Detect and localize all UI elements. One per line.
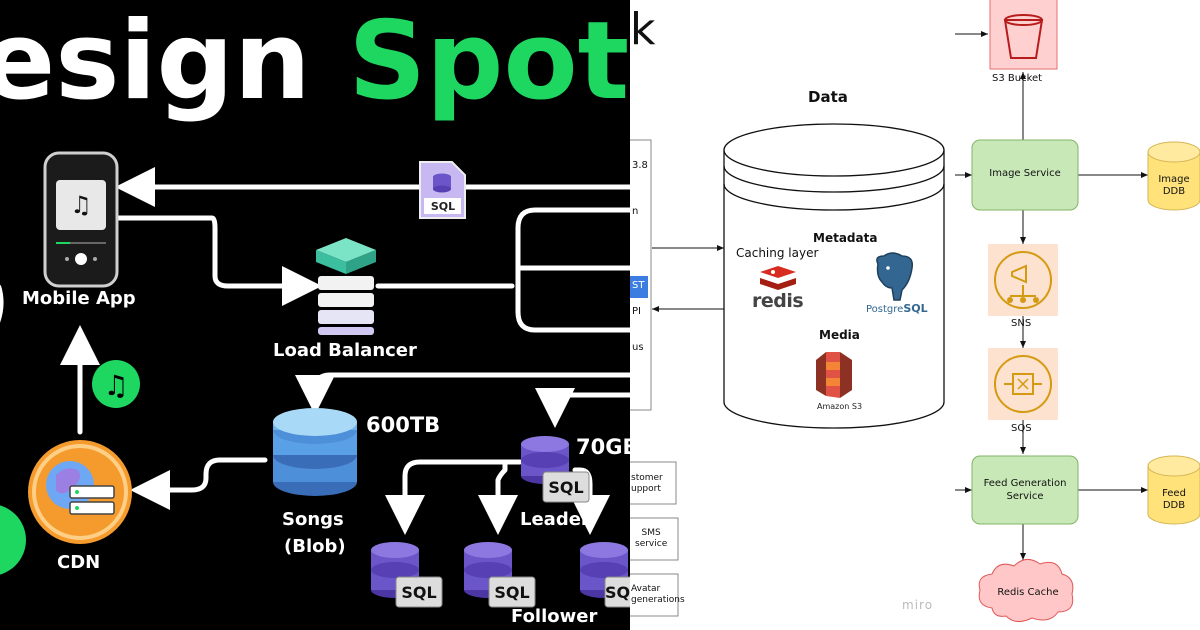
right-diagram-canvas [630,0,1200,622]
partial-glyph [0,285,4,323]
follower-3-sql-badge: SQL [605,583,630,602]
customer-support-line-2: upport [631,484,661,494]
load-balancer-icon [316,238,376,335]
feed-ddb-line-2: DDB [1162,500,1186,511]
left-panel-item-3: ST [632,280,645,291]
feed-ddb-line-1: Feed [1162,488,1186,499]
sqs-node [988,348,1058,420]
arrow-songs-to-cdn [130,457,268,510]
feed-generation-service-label: Feed Generation Service [972,477,1078,503]
svg-text:♫: ♫ [103,369,128,402]
title-word-design: esign [0,0,311,124]
spotify-design-panel: ♫ ♫ [0,0,630,630]
arrow-leader-to-follower-2 [478,459,518,535]
songs-sub-label: (Blob) [284,536,346,557]
miro-watermark: miro [902,598,934,612]
postgresql-wordmark: PostgreSQL [866,302,928,315]
left-service-panel [630,139,652,411]
caching-layer-label: Caching layer [736,246,819,260]
follower-database-icons [371,542,630,608]
left-panel-item-4: PI [632,306,641,317]
feed-service-line-2: Service [1006,491,1044,502]
data-cylinder [723,123,945,429]
s3-bucket-label: S3 Bucket [992,73,1043,84]
data-title: Data [808,88,848,106]
image-ddb-node [1147,141,1200,211]
feed-generation-service-node [971,455,1079,525]
arrow-leader-to-follower-1 [385,459,523,535]
follower-label: Follower [511,606,598,627]
svg-text:♫: ♫ [70,191,92,219]
sns-node [988,244,1058,316]
avatar-generations-label: Avatar generations [631,584,685,606]
image-ddb-label: Image DDB [1148,174,1200,198]
postgresql-logo-icon [876,252,914,301]
sqs-label: SQS [1011,423,1032,434]
leader-size-label: 70GB [576,435,630,459]
avatar-generations-box [630,573,679,617]
metadata-label: Metadata [813,231,878,245]
sql-document-icon [419,161,466,219]
feed-ddb-node [1147,455,1200,525]
sms-service-line-2: service [635,539,668,549]
title-word-spot: Spot [348,0,630,124]
sql-doc-badge: SQL [430,200,456,213]
media-label: Media [819,328,860,342]
mobile-app-label: Mobile App [22,288,136,309]
postgresql-wordmark-part2: SQL [903,302,928,315]
music-note-icon: ♫ [92,360,140,408]
sns-label: SNS [1011,318,1032,329]
image-service-label: Image Service [989,168,1061,179]
arrow-app-to-lb [115,215,322,306]
left-panel-highlight [630,276,648,298]
image-ddb-line-1: Image [1158,174,1190,185]
avatar-line-2: generations [631,595,685,605]
redis-cache-node [978,559,1074,622]
leader-sql-badge: SQL [548,478,584,497]
songs-label: Songs [282,509,344,530]
songs-size-label: 600TB [366,413,441,437]
follower-2-sql-badge: SQL [494,583,530,602]
phone-icon: ♫ [43,151,119,288]
customer-support-box [630,461,677,505]
feed-service-line-1: Feed Generation [983,478,1067,489]
avatar-line-1: Avatar [631,584,661,594]
arrow-to-songs [295,372,630,415]
arrow-to-leader [535,388,630,428]
leader-label: Leader [520,509,590,530]
songs-database-icon [273,408,357,496]
left-panel-item-2: n [632,206,639,217]
load-balancer-label: Load Balancer [273,340,417,361]
sms-service-box [630,517,679,561]
spotify-logo-partial [0,505,26,575]
right-title-fragment: k [630,4,656,55]
architecture-whiteboard-panel: k Data 3.8 n ST PI us Metadata Caching l… [630,0,1200,630]
sms-service-line-1: SMS [641,528,661,538]
redis-logo-icon [760,266,796,290]
left-diagram-canvas: ♫ ♫ [0,151,630,608]
image-ddb-line-2: DDB [1162,186,1186,197]
postgresql-wordmark-part1: Postgre [866,304,904,315]
title: esign Spot [0,8,629,116]
left-panel-item-5: us [632,342,644,353]
cdn-icon [28,440,132,544]
feed-ddb-label: Feed DDB [1148,488,1200,512]
s3-bucket-node [989,0,1058,70]
customer-support-line-1: stomer [631,473,663,483]
follower-1-sql-badge: SQL [401,583,437,602]
redis-wordmark: redis [752,290,804,312]
amazon-s3-label: Amazon S3 [817,402,863,411]
left-panel-item-1: 3.8 [632,160,648,171]
customer-support-label: stomer upport [631,473,663,495]
image-service-node [971,139,1079,211]
right-connectors [652,31,1148,560]
leader-database-icon [521,436,590,503]
sms-service-label: SMS service [635,528,667,550]
cdn-label: CDN [57,552,101,573]
connector-lines [60,167,630,535]
redis-cache-label: Redis Cache [997,587,1059,598]
amazon-s3-logo-icon [816,352,852,398]
